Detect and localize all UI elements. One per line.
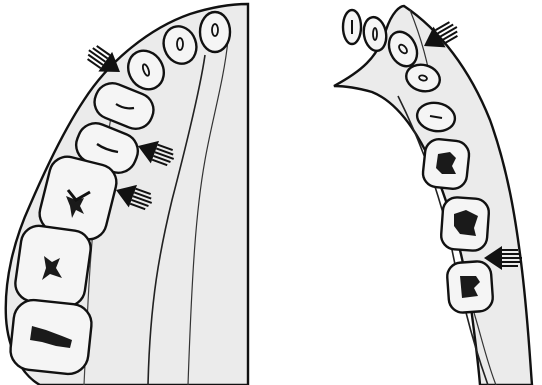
left-arch-panel: [6, 4, 248, 385]
tooth: [361, 15, 389, 52]
tooth: [9, 298, 94, 376]
tooth: [343, 10, 361, 44]
tooth: [13, 223, 93, 308]
right-arch-panel: [334, 6, 532, 385]
tooth: [200, 12, 230, 52]
tooth: [422, 138, 471, 190]
tooth: [440, 196, 490, 251]
right-arch-outline: [334, 6, 532, 385]
tooth: [446, 261, 493, 314]
